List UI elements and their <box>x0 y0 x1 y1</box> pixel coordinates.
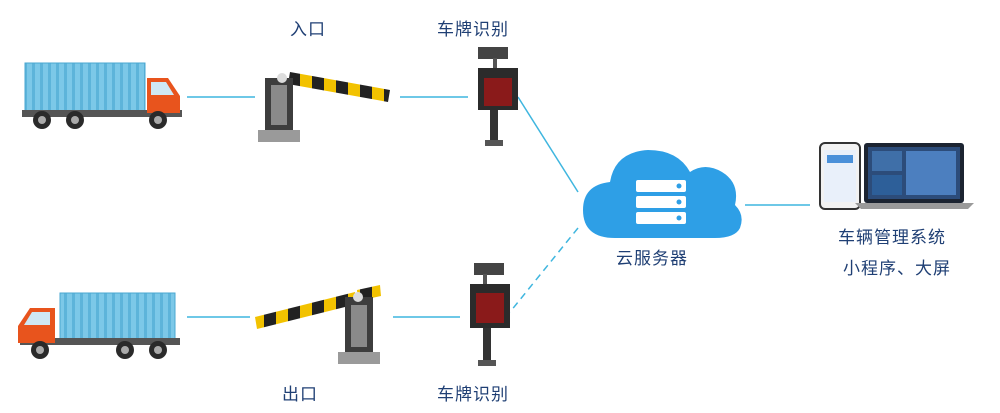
truck-icon-bottom <box>18 292 180 359</box>
plate-recognition-label-top: 车牌识别 <box>437 20 509 40</box>
entrance-label: 入口 <box>290 20 326 40</box>
plate-recognition-label-bottom: 车牌识别 <box>437 385 509 405</box>
line-cloud-to-camera-bottom <box>509 227 579 313</box>
management-system-label: 车辆管理系统 <box>838 228 946 248</box>
connector-lines <box>187 96 810 318</box>
barrier-gate-icon-top <box>258 72 390 142</box>
phone-and-laptop-icon <box>819 142 974 210</box>
barrier-gate-icon-bottom <box>255 285 381 364</box>
mini-program-screen-label: 小程序、大屏 <box>843 259 951 279</box>
plate-recognition-camera-icon-top <box>478 47 518 146</box>
cloud-server-label: 云服务器 <box>616 249 688 269</box>
plate-recognition-camera-icon-bottom <box>470 263 510 366</box>
cloud-server-icon <box>583 150 742 238</box>
truck-icon-top <box>22 62 182 129</box>
line-camera-to-cloud <box>517 96 579 193</box>
exit-label: 出口 <box>282 385 318 405</box>
